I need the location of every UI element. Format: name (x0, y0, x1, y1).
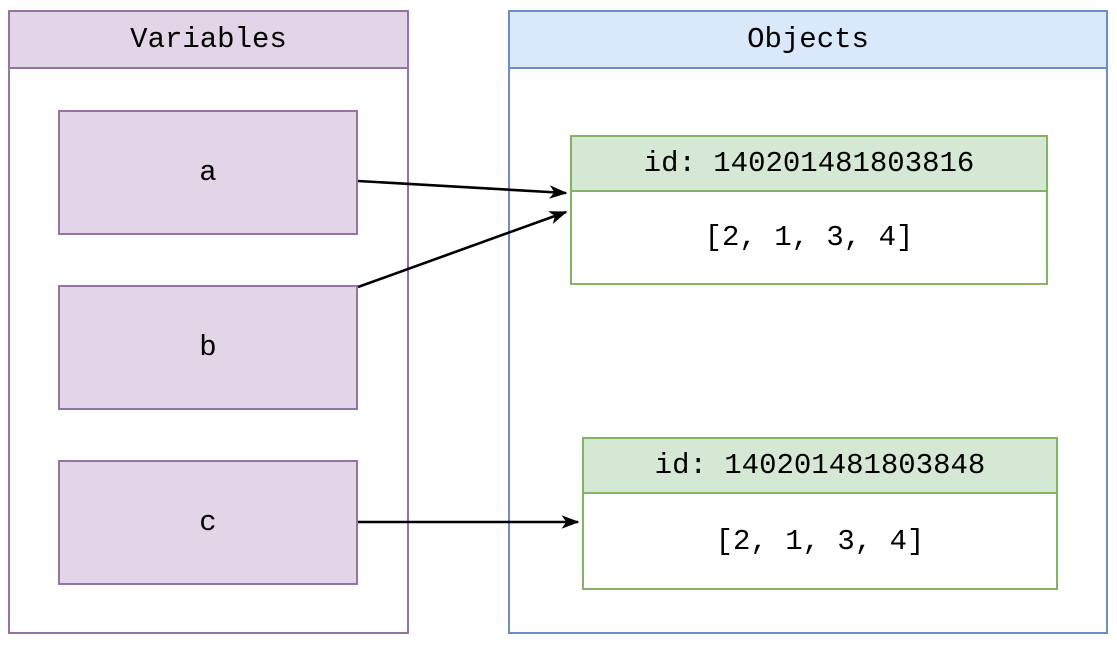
object-1-id-header: id: 140201481803816 (572, 137, 1046, 192)
variable-box-b: b (58, 285, 358, 410)
variable-box-a: a (58, 110, 358, 235)
object-2-value: [2, 1, 3, 4] (715, 524, 925, 558)
object-card-140201481803848: id: 140201481803848 [2, 1, 3, 4] (582, 437, 1058, 590)
object-2-id-header: id: 140201481803848 (584, 439, 1056, 494)
variable-c-label: c (199, 506, 217, 539)
variable-a-label: a (199, 156, 217, 189)
objects-panel-title: Objects (510, 12, 1106, 69)
variable-b-label: b (199, 331, 217, 364)
variables-panel-title: Variables (10, 12, 407, 69)
object-card-140201481803816: id: 140201481803816 [2, 1, 3, 4] (570, 135, 1048, 285)
variable-box-c: c (58, 460, 358, 585)
object-1-value: [2, 1, 3, 4] (704, 221, 914, 254)
